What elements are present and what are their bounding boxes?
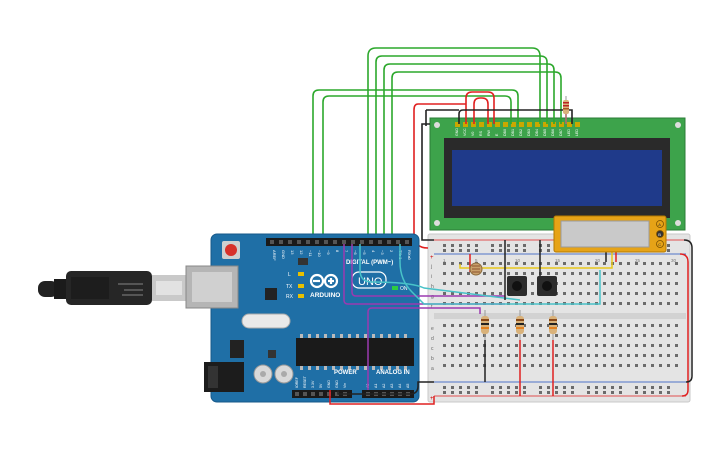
rail-plus-label-bottom: + [430, 396, 434, 402]
lcd-pin-label: LED [567, 129, 571, 136]
power-pin-labels: IOREF RESET 3.3V 5V GND GND Vin [295, 375, 347, 388]
atmega-chip [296, 338, 414, 366]
lcd-pin-label: DB7 [559, 129, 563, 136]
lcd-pin-label: RS [479, 130, 483, 136]
power-pin-label: Vin [343, 383, 347, 388]
digital-pin-label: ~9 [326, 250, 331, 255]
col-number-20: 20 [595, 258, 601, 263]
analog-pin-label: A4 [398, 384, 402, 388]
lcd-pin-label: DB5 [543, 129, 547, 136]
rx-led-label: RX [286, 294, 294, 300]
sensor-pin-label-a: A [658, 222, 661, 227]
pushbutton-1[interactable] [507, 276, 527, 296]
digital-pin-label: AREF [272, 250, 277, 261]
crystal-oscillator [241, 313, 291, 329]
row-label-g: g [431, 294, 434, 300]
lcd-pin-label: DB0 [503, 129, 507, 136]
lcd-pin-label: RW [487, 129, 491, 136]
lcd-pin-label: DB4 [535, 129, 539, 136]
arduino-brand-text: ARDUINO [310, 292, 340, 299]
digital-pin-label: 12 [299, 250, 304, 255]
lcd-pin-label: V0 [471, 132, 475, 136]
digital-pin-label: 2 [389, 250, 394, 253]
digital-pin-label: RX◂0 [407, 250, 412, 261]
resistor-1 [481, 310, 489, 340]
photoresistor [469, 262, 483, 276]
lcd-screen [452, 150, 662, 206]
usb-cable [38, 271, 186, 305]
digital-pin-label: ~6 [353, 250, 358, 255]
sensor-pin-label-c: C [658, 242, 661, 247]
digital-header-label: DIGITAL (PWM~) [346, 260, 393, 266]
analog-label: ANALOG IN [376, 370, 410, 376]
row-label-a: a [431, 366, 434, 372]
analog-pin-label: A1 [374, 384, 378, 388]
arduino-logo [309, 273, 339, 289]
lcd-pin-label: DB6 [551, 129, 555, 136]
row-label-h: h [431, 284, 434, 290]
lcd-pin-header: GND VCC V0 RS RW E DB0 DB1 DB2 DB3 DB4 DB5 DB6 DB7 LED… [455, 122, 580, 136]
row-label-b: b [431, 356, 434, 362]
digital-pin-label: ~5 [362, 250, 367, 255]
row-label-f: f [431, 304, 433, 310]
power-pin-label: RESET [303, 375, 307, 388]
digital-pin-label: 13 [290, 250, 295, 255]
sensor-module[interactable]: A B C [553, 215, 667, 253]
power-pin-label: IOREF [295, 376, 299, 388]
digital-pin-label: 4 [371, 250, 376, 253]
lcd-pin-label: GND [455, 128, 459, 136]
power-label: POWER [334, 370, 357, 376]
resistor-2 [516, 310, 524, 340]
on-led-label: ON [400, 286, 408, 292]
digital-pin-label: ~11 [308, 250, 313, 257]
analog-pin-label: A5 [406, 384, 410, 388]
digital-pin-label: 8 [335, 250, 340, 253]
power-pin-label: GND [327, 380, 331, 388]
digital-pin-label: ~10 [317, 250, 322, 258]
lcd-module[interactable]: GND VCC V0 RS RW E DB0 DB1 DB2 DB3 DB4 DB5 DB6 DB7 LED… [429, 117, 686, 231]
reset-button[interactable] [225, 244, 237, 256]
sensor-pin-label-b: B [658, 232, 661, 237]
col-number-5: 5 [475, 258, 478, 263]
col-number-25: 25 [635, 258, 641, 263]
row-label-j: j [430, 264, 432, 270]
row-label-i: i [431, 274, 432, 280]
lcd-pin-label: LED [575, 129, 579, 136]
resistor-3 [549, 310, 557, 340]
row-label-c: c [431, 346, 434, 352]
lcd-data-wires [312, 47, 562, 246]
l-led-label: L [288, 272, 291, 278]
lcd-pin-label: DB2 [519, 129, 523, 136]
rail-plus-label-top: + [430, 255, 434, 261]
power-pin-label: 5V [319, 383, 323, 388]
backlight-resistor [563, 96, 569, 124]
col-number-1: 1 [443, 258, 446, 263]
analog-pin-label: A2 [382, 384, 386, 388]
lcd-pin-label: DB3 [527, 129, 531, 136]
digital-pin-label: GND [281, 250, 286, 259]
power-pin-label: 3.3V [311, 380, 315, 388]
row-label-e: e [431, 326, 434, 332]
breadboard: + + j i h g f e d c b a 1 5 10 15 20 25 … [427, 233, 691, 403]
digital-pin-label: 7 [344, 250, 349, 253]
pushbutton-2[interactable] [537, 276, 557, 296]
lcd-pin-label: DB1 [511, 129, 515, 136]
tx-led-label: TX [286, 284, 293, 290]
analog-pin-label: A3 [390, 384, 394, 388]
lcd-pin-label: VCC [463, 128, 467, 136]
digital-header [266, 238, 412, 246]
col-number-15: 15 [555, 258, 561, 263]
digital-pin-label: ~3 [380, 250, 385, 255]
row-label-d: d [431, 336, 434, 342]
power-pin-label: GND [335, 380, 339, 388]
lcd-pin-label: E [495, 133, 499, 136]
col-number-30: 30 [671, 258, 677, 263]
col-number-10: 10 [515, 258, 521, 263]
